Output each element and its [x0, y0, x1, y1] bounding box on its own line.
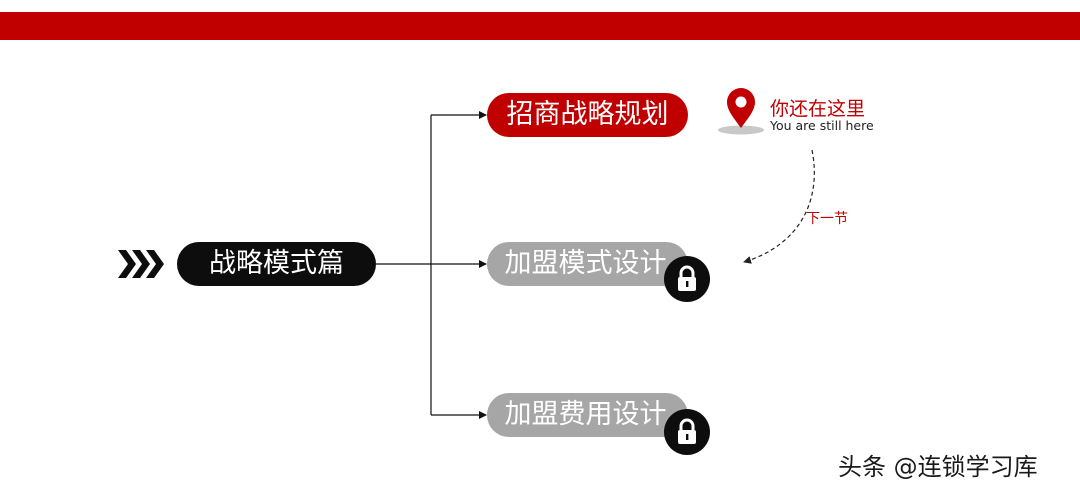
map-pin-icon [718, 88, 764, 135]
branch-node-locked[interactable]: 加盟模式设计 [487, 242, 688, 286]
root-node: 战略模式篇 [177, 242, 376, 286]
next-section-arrow [743, 149, 815, 264]
watermark: 头条 @连锁学习库 [838, 453, 1038, 481]
next-section-label: 下一节 [806, 211, 848, 227]
header-bar [0, 12, 1080, 40]
branch-node-locked[interactable]: 加盟费用设计 [487, 393, 688, 437]
lock-icon [664, 409, 710, 455]
location-title-cn: 你还在这里 [770, 98, 866, 120]
lock-icon [664, 256, 710, 302]
branch-node-current[interactable]: 招商战略规划 [487, 93, 688, 137]
triple-chevron-icon [118, 250, 164, 278]
location-title-en: You are still here [770, 118, 874, 133]
